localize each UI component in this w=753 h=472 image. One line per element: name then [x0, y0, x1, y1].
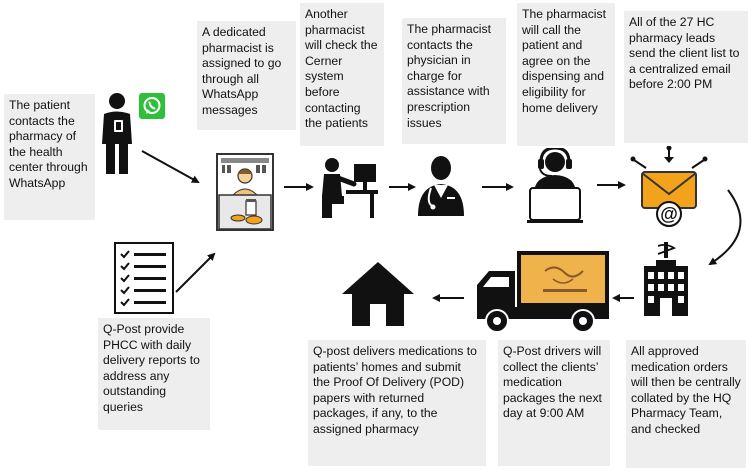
- step-text: All approved medication orders will then…: [631, 344, 741, 436]
- step-another-pharmacist: Another pharmacist will check the Cerner…: [300, 3, 384, 146]
- step-drivers-collect: Q-Post drivers will collect the clients’…: [498, 340, 610, 466]
- step-qpost-delivers: Q-post delivers medications to patients’…: [308, 340, 486, 466]
- email-icon: @: [628, 146, 710, 232]
- doctor-icon: [416, 152, 466, 218]
- arrow-reports-to-pharmacy: [175, 252, 216, 293]
- step-text: All of the 27 HC pharmacy leads send the…: [629, 15, 740, 92]
- step-dedicated-pharmacist: A dedicated pharmacist is assigned to go…: [197, 21, 296, 130]
- step-contacts-physician: The pharmacist contacts the physician in…: [402, 18, 506, 144]
- person-phone-icon: [96, 92, 138, 176]
- house-icon: [340, 260, 416, 328]
- arrow-patient-to-pharmacy: [141, 150, 200, 183]
- step-hc-leads: All of the 27 HC pharmacy leads send the…: [624, 11, 748, 143]
- svg-text:@: @: [660, 204, 678, 224]
- step-patient-contacts: The patient contacts the pharmacy of the…: [4, 94, 95, 220]
- step-text: Q-Post drivers will collect the clients’…: [503, 344, 602, 421]
- step-approved-orders: All approved medication orders will then…: [626, 340, 746, 468]
- checklist-icon: [114, 242, 174, 314]
- hospital-building-icon: [638, 240, 694, 316]
- whatsapp-icon: [139, 93, 165, 119]
- step-text: Q-Post provide PHCC with daily delivery …: [103, 322, 200, 414]
- step-text: Q-post delivers medications to patients’…: [313, 344, 477, 436]
- delivery-truck-icon: [475, 249, 611, 335]
- step-text: Another pharmacist will check the Cerner…: [305, 7, 378, 131]
- headset-laptop-icon: [526, 148, 584, 224]
- step-text: The patient contacts the pharmacy of the…: [9, 98, 88, 190]
- step-text: The pharmacist will call the patient and…: [522, 7, 606, 115]
- arrow-email-to-hq: [708, 189, 742, 266]
- pharmacy-counter-icon: [216, 153, 274, 231]
- step-daily-reports: Q-Post provide PHCC with daily delivery …: [98, 318, 210, 430]
- step-text: A dedicated pharmacist is assigned to go…: [202, 25, 282, 117]
- person-computer-icon: [318, 156, 378, 220]
- step-call-patient: The pharmacist will call the patient and…: [517, 3, 615, 146]
- step-text: The pharmacist contacts the physician in…: [407, 22, 491, 130]
